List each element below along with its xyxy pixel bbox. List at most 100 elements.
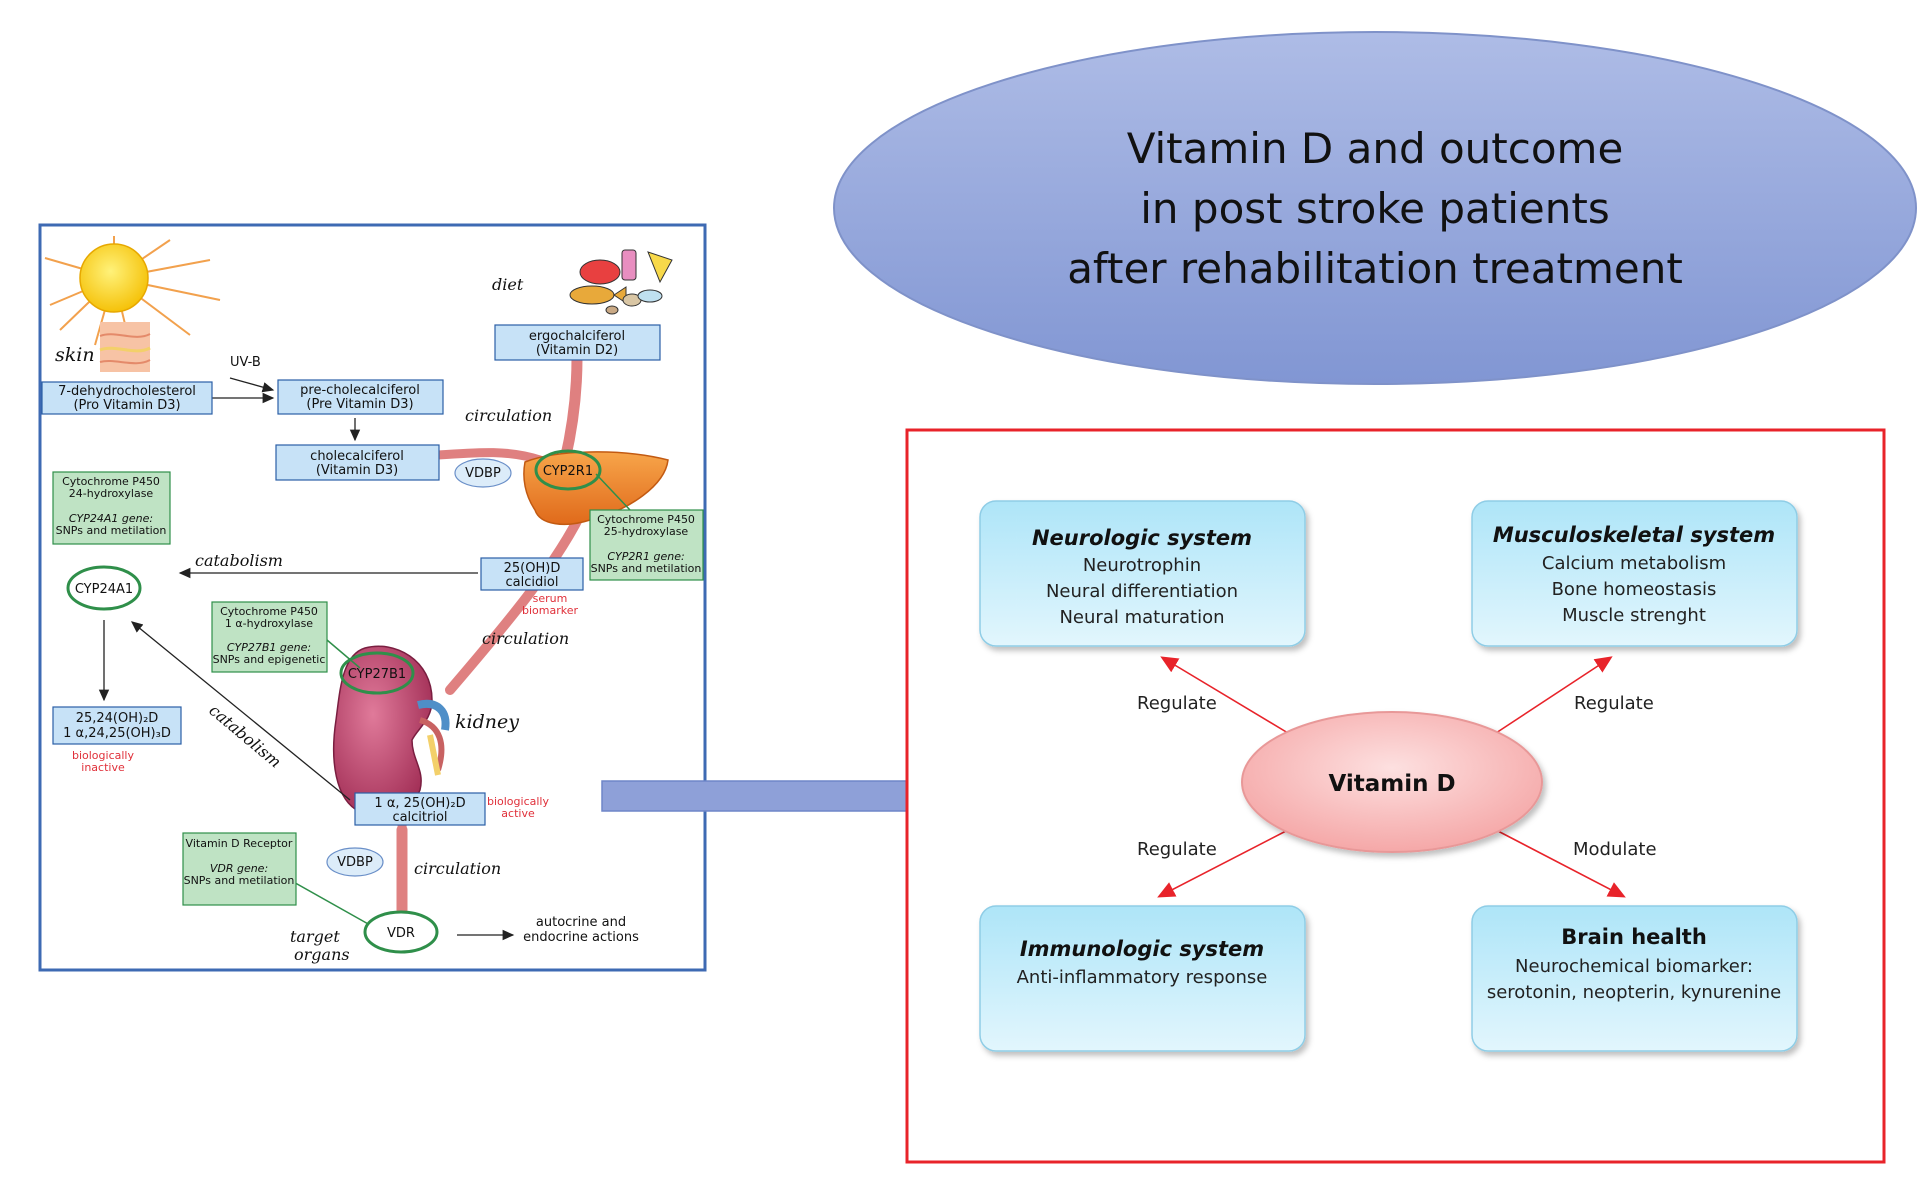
svg-text:VDR: VDR (387, 926, 415, 941)
svg-text:VDR gene:: VDR gene: (210, 862, 268, 875)
box-calcitriol: 1 α, 25(OH)₂D calcitriol (354, 792, 486, 826)
title-line-1: Vitamin D and outcome (1127, 124, 1624, 173)
box-cyp1a-hydroxylase: Cytochrome P450 1 α-hydroxylase CYP27B1 … (211, 601, 328, 673)
brain-health-box: Brain health Neurochemical biomarker: se… (1471, 905, 1798, 1052)
svg-text:CYP27B1 gene:: CYP27B1 gene: (227, 641, 311, 654)
title-line-2: in post stroke patients (1140, 184, 1609, 233)
svg-text:Neurochemical biomarker:: Neurochemical biomarker: (1515, 956, 1753, 977)
svg-text:Calcium metabolism: Calcium metabolism (1542, 553, 1726, 574)
svg-text:Cytochrome P450: Cytochrome P450 (220, 605, 318, 618)
svg-text:SNPs and metilation: SNPs and metilation (184, 874, 295, 887)
svg-text:VDBP: VDBP (465, 466, 501, 481)
diet-label: diet (492, 275, 524, 294)
svg-text:ergochalciferol: ergochalciferol (529, 329, 625, 344)
serum-label-1: serum (533, 592, 568, 605)
svg-text:CYP27B1: CYP27B1 (348, 667, 406, 682)
box-inactive-metabolites: 25,24(OH)₂D 1 α,24,25(OH)₃D (52, 706, 182, 745)
bioinactive-label-1: biologically (72, 749, 134, 762)
sun-icon (44, 236, 221, 346)
vdbp-ellipse-2: VDBP (326, 847, 384, 877)
svg-text:1 α,24,25(OH)₃D: 1 α,24,25(OH)₃D (63, 726, 171, 741)
pathway-panel: skin diet (38, 223, 707, 972)
musculoskeletal-box: Musculoskeletal system Calcium metabolis… (1471, 500, 1798, 647)
green-links (289, 473, 631, 926)
box-dehydrocholesterol: 7-dehydrocholesterol (Pro Vitamin D3) (41, 381, 213, 415)
autocrine-label-2: endocrine actions (523, 930, 639, 945)
verb-regulate-musculo: Regulate (1574, 693, 1654, 714)
uvb-label: UV-B (230, 355, 261, 370)
circulation-label-3: circulation (414, 859, 501, 878)
svg-text:SNPs and epigenetic: SNPs and epigenetic (213, 653, 326, 666)
svg-text:Neural maturation: Neural maturation (1059, 607, 1224, 628)
svg-text:Brain health: Brain health (1561, 925, 1707, 949)
svg-text:7-dehydrocholesterol: 7-dehydrocholesterol (58, 384, 196, 399)
svg-text:25(OH)D: 25(OH)D (504, 561, 561, 576)
effect-arrows (1157, 656, 1626, 898)
circulation-label-2: circulation (482, 629, 569, 648)
bioactive-label-2: active (501, 807, 535, 820)
title-ellipse: Vitamin D and outcome in post stroke pat… (833, 31, 1917, 385)
svg-text:(Vitamin D3): (Vitamin D3) (316, 463, 398, 478)
verb-modulate-brain: Modulate (1573, 839, 1657, 860)
svg-text:CYP2R1: CYP2R1 (543, 464, 593, 479)
svg-text:(Pro Vitamin D3): (Pro Vitamin D3) (73, 398, 180, 413)
cyp2r1-ellipse: CYP2R1 (534, 449, 602, 491)
verb-regulate-immuno: Regulate (1137, 839, 1217, 860)
svg-text:calcitriol: calcitriol (392, 810, 447, 825)
svg-text:Immunologic system: Immunologic system (1020, 937, 1264, 961)
svg-text:cholecalciferol: cholecalciferol (310, 449, 404, 464)
svg-text:CYP2R1 gene:: CYP2R1 gene: (607, 550, 684, 563)
skin-label: skin (55, 344, 95, 366)
bioactive-label-1: biologically (487, 795, 549, 808)
neurologic-box: Neurologic system Neurotrophin Neural di… (979, 500, 1306, 647)
cyp24a1-ellipse: CYP24A1 (66, 565, 142, 611)
svg-text:CYP24A1: CYP24A1 (75, 582, 133, 597)
svg-text:25-hydroxylase: 25-hydroxylase (604, 525, 689, 538)
svg-text:24-hydroxylase: 24-hydroxylase (69, 487, 154, 500)
verb-regulate-neuro: Regulate (1137, 693, 1217, 714)
box-cyp25-hydroxylase: Cytochrome P450 25-hydroxylase CYP2R1 ge… (589, 509, 704, 581)
box-vitamin-d-receptor: Vitamin D Receptor VDR gene: SNPs and me… (182, 832, 297, 906)
svg-text:Cytochrome P450: Cytochrome P450 (62, 475, 160, 488)
immunologic-box: Immunologic system Anti-inflammatory res… (979, 905, 1306, 1052)
svg-text:Neural differentiation: Neural differentiation (1046, 581, 1238, 602)
svg-text:Neurotrophin: Neurotrophin (1083, 555, 1201, 576)
svg-text:Anti-inflammatory response: Anti-inflammatory response (1017, 967, 1268, 988)
box-ergocalciferol: ergochalciferol (Vitamin D2) (494, 324, 661, 361)
svg-text:25,24(OH)₂D: 25,24(OH)₂D (76, 711, 159, 726)
target-label-1: target (290, 927, 340, 946)
catabolism-label-1: catabolism (195, 551, 283, 570)
svg-text:SNPs and metilation: SNPs and metilation (591, 562, 702, 575)
pathway-arrows (98, 377, 515, 941)
svg-text:Musculoskeletal system: Musculoskeletal system (1493, 523, 1775, 547)
circulation-label-1: circulation (465, 406, 552, 425)
autocrine-label-1: autocrine and (536, 915, 626, 930)
svg-text:1 α, 25(OH)₂D: 1 α, 25(OH)₂D (374, 796, 465, 811)
svg-text:1 α-hydroxylase: 1 α-hydroxylase (225, 617, 313, 630)
svg-text:CYP24A1 gene:: CYP24A1 gene: (69, 512, 153, 525)
svg-text:pre-cholecalciferol: pre-cholecalciferol (300, 383, 420, 398)
svg-text:serotonin, neopterin, kynuren: serotonin, neopterin, kynurenine (1487, 982, 1781, 1003)
svg-text:calcidiol: calcidiol (506, 575, 559, 590)
box-precholecalciferol: pre-cholecalciferol (Pre Vitamin D3) (277, 379, 444, 415)
box-cholecalciferol: cholecalciferol (Vitamin D3) (275, 444, 440, 481)
skin-icon (99, 322, 151, 372)
svg-text:Bone homeostasis: Bone homeostasis (1552, 579, 1717, 600)
svg-text:(Vitamin D2): (Vitamin D2) (536, 343, 618, 358)
title-line-3: after rehabilitation treatment (1067, 244, 1683, 293)
svg-text:VDBP: VDBP (337, 855, 373, 870)
svg-text:(Pre Vitamin D3): (Pre Vitamin D3) (306, 397, 413, 412)
target-label-2: organs (294, 945, 350, 964)
serum-label-2: biomarker (522, 604, 578, 617)
svg-text:Neurologic system: Neurologic system (1032, 526, 1252, 550)
svg-text:SNPs and metilation: SNPs and metilation (56, 524, 167, 537)
vdr-ellipse: VDR (363, 910, 439, 954)
svg-text:Cytochrome P450: Cytochrome P450 (597, 513, 695, 526)
bioinactive-label-2: inactive (81, 761, 125, 774)
vdbp-ellipse-1: VDBP (454, 458, 512, 488)
kidney-label: kidney (455, 711, 519, 733)
box-calcidiol: 25(OH)D calcidiol (480, 557, 584, 591)
vitamin-d-ellipse: Vitamin D (1241, 711, 1543, 853)
blood-vessels (396, 352, 590, 916)
diet-food-icon (569, 249, 673, 315)
